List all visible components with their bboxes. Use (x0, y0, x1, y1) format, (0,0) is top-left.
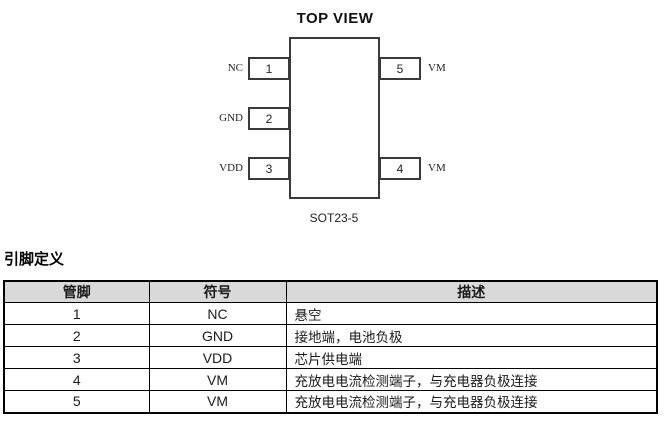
pin2-box: 2 (248, 107, 290, 130)
pin1-label: NC (227, 62, 243, 74)
pin-symbol-cell: VM (148, 368, 287, 391)
pin-description-cell: 悬空 (285, 302, 658, 325)
header-description: 描述 (285, 280, 658, 303)
pin-number-cell: 1 (3, 302, 150, 325)
pin1-number: 1 (265, 61, 273, 76)
pin-description-cell: 充放电电流检测端子，与充电器负极连接 (285, 390, 658, 413)
pin-symbol-cell: VDD (148, 346, 287, 369)
pin-symbol-cell: NC (148, 302, 287, 325)
header-pin: 管脚 (3, 280, 150, 303)
pin-definition-heading: 引脚定义 (4, 251, 65, 268)
header-symbol: 符号 (148, 280, 287, 303)
pin5-box: 5 (379, 57, 421, 80)
pin-description-cell: 接地端，电池负极 (285, 324, 658, 347)
pin3-label: VDD (219, 162, 243, 174)
pin5-number: 5 (396, 61, 404, 76)
pin-symbol-cell: GND (148, 324, 287, 347)
pin4-label: VM (428, 162, 446, 174)
top-view-title: TOP VIEW (296, 10, 374, 27)
pin-number-cell: 2 (3, 324, 150, 347)
pin3-number: 3 (265, 161, 273, 176)
pin4-number: 4 (396, 161, 404, 176)
pin2-number: 2 (265, 111, 273, 126)
pin-number-cell: 5 (3, 390, 150, 413)
pin3-box: 3 (248, 157, 290, 180)
pin5-label: VM (428, 62, 446, 74)
pin-number-cell: 4 (3, 368, 150, 391)
pin4-box: 4 (379, 157, 421, 180)
header-row: 管脚 符号 描述 (3, 280, 658, 303)
pin-table-header: 管脚 符号 描述 (3, 280, 658, 303)
pin-number-cell: 3 (3, 346, 150, 369)
pin2-label: GND (219, 112, 243, 124)
pin-description-cell: 芯片供电端 (285, 346, 658, 369)
package-name-label: SOT23-5 (309, 211, 359, 225)
pin-symbol-cell: VM (148, 390, 287, 413)
pin-description-cell: 充放电电流检测端子，与充电器负极连接 (285, 368, 658, 391)
package-body-outline (289, 37, 380, 199)
pin1-box: 1 (248, 57, 290, 80)
